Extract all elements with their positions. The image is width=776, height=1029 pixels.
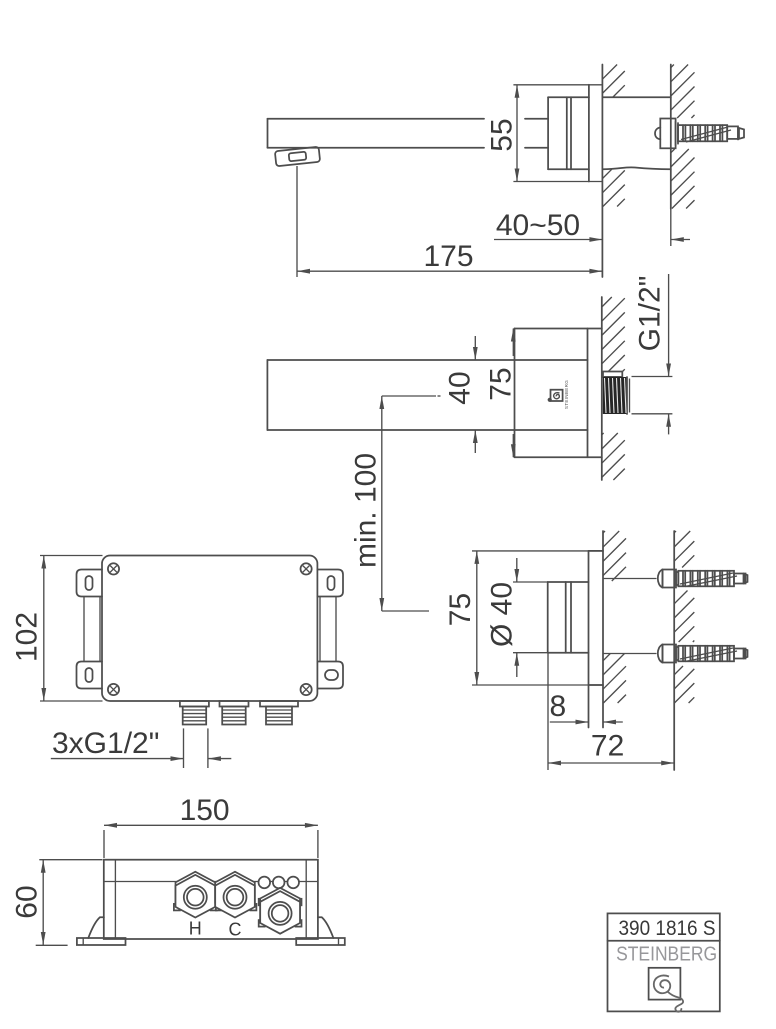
- svg-text:75: 75: [444, 593, 477, 626]
- svg-text:C: C: [229, 920, 242, 940]
- svg-text:G1/2": G1/2": [633, 276, 666, 352]
- svg-text:72: 72: [591, 730, 624, 763]
- svg-text:390 1816 S: 390 1816 S: [619, 916, 716, 940]
- svg-text:55: 55: [486, 118, 519, 151]
- svg-text:175: 175: [423, 240, 473, 273]
- svg-text:min. 100: min. 100: [349, 453, 382, 568]
- svg-text:40~50: 40~50: [496, 209, 580, 242]
- svg-text:150: 150: [180, 794, 230, 827]
- svg-text:STEINBERG: STEINBERG: [616, 943, 717, 965]
- svg-text:Ø 40: Ø 40: [485, 582, 518, 647]
- svg-text:60: 60: [10, 885, 43, 918]
- svg-text:75: 75: [484, 367, 517, 400]
- svg-text:8: 8: [549, 690, 566, 723]
- svg-text:H: H: [189, 919, 202, 939]
- svg-text:STEINBERG: STEINBERG: [564, 380, 569, 409]
- svg-text:3xG1/2": 3xG1/2": [52, 727, 159, 760]
- svg-text:40: 40: [443, 371, 476, 404]
- svg-text:102: 102: [11, 612, 44, 662]
